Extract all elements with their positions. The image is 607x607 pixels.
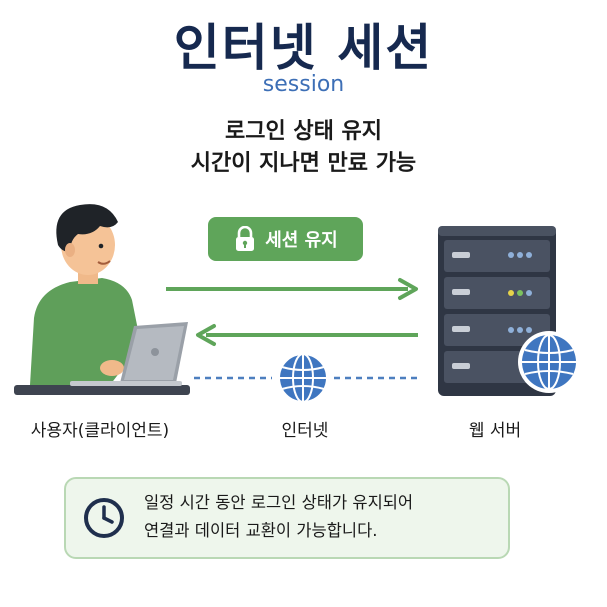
clock-icon	[84, 498, 124, 538]
description-line-2: 시간이 지나면 만료 가능	[190, 151, 417, 176]
page-subtitle: session	[262, 72, 345, 97]
info-box: 일정 시간 동안 로그인 상태가 유지되어 연결과 데이터 교환이 가능합니다.	[64, 477, 510, 559]
info-line-2: 연결과 데이터 교환이 가능합니다.	[144, 521, 378, 540]
response-arrow	[196, 324, 418, 346]
user-illustration	[14, 204, 190, 395]
internet-label: 인터넷	[281, 421, 329, 441]
server-globe-icon	[518, 331, 580, 393]
page-title: 인터넷 세션	[173, 19, 434, 77]
user-label: 사용자(클라이언트)	[30, 421, 170, 441]
description-line-1: 로그인 상태 유지	[225, 119, 382, 144]
info-line-1: 일정 시간 동안 로그인 상태가 유지되어	[144, 493, 414, 512]
server-label: 웹 서버	[468, 421, 522, 441]
session-badge-label: 세션 유지	[265, 230, 338, 251]
globe-icon	[278, 353, 328, 403]
lock-icon	[236, 226, 255, 251]
session-badge: 세션 유지	[208, 217, 363, 261]
request-arrow	[166, 278, 418, 300]
